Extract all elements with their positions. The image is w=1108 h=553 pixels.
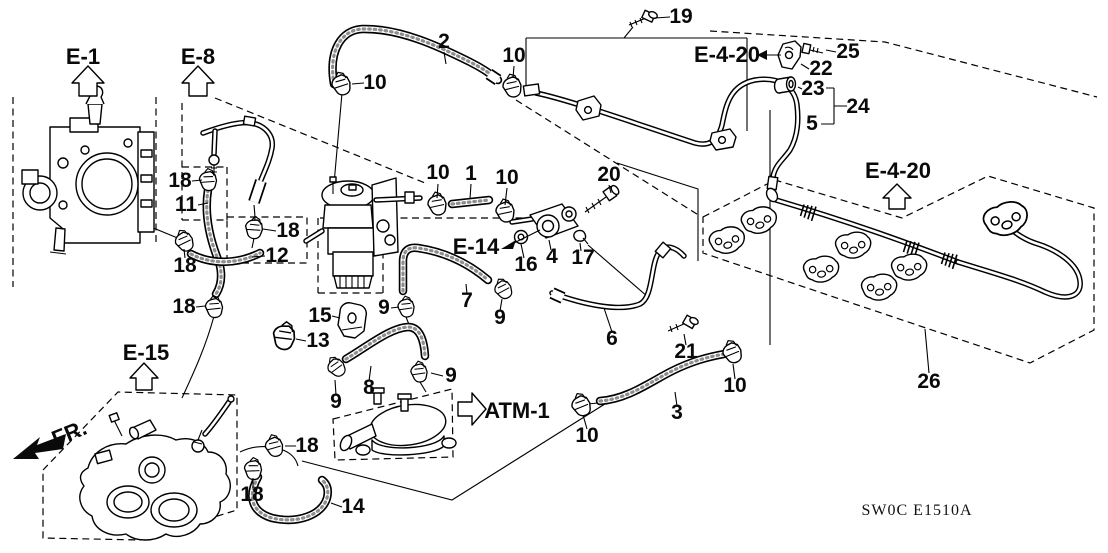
clamp-10-icon: [719, 337, 745, 366]
part-label-10: 10: [363, 71, 386, 94]
bushing-23: [773, 76, 797, 94]
part-label-9: 9: [494, 306, 506, 329]
bolt-25: [801, 42, 824, 55]
clamp-10-icon: [501, 72, 523, 99]
ref-e15: E-15: [123, 340, 169, 365]
part-label-2: 2: [438, 30, 450, 53]
part-label-21: 21: [674, 340, 698, 363]
part-label-18: 18: [173, 254, 197, 277]
clamps: [171, 69, 745, 481]
fr-direction: FR.: [13, 415, 90, 459]
part-labels: 19 2 10 10 25 22 23 24 5 10 1 10 20 16 4…: [168, 5, 940, 518]
pipe-5: [522, 76, 801, 191]
part-label-18: 18: [276, 219, 300, 242]
part-label-22: 22: [809, 57, 832, 80]
left-arrow-icon: [757, 50, 781, 60]
part-label-26: 26: [917, 370, 940, 393]
part-label-23: 23: [801, 77, 824, 100]
ref-e8: E-8: [181, 44, 215, 69]
oil-cooler-pipe-assembly: [706, 187, 1083, 304]
part-label-18: 18: [168, 169, 192, 192]
part-label-1: 1: [465, 162, 477, 185]
valve-4: [509, 203, 579, 239]
bolt-19: [628, 9, 658, 28]
callout-leaders: [183, 16, 930, 508]
clamp-9-icon: [491, 275, 515, 302]
throttle-body: [21, 85, 155, 255]
part-label-10: 10: [723, 374, 746, 397]
e8-pipe-assembly: [200, 115, 276, 204]
part-label-18: 18: [295, 434, 319, 457]
up-arrow-icon: [129, 362, 159, 391]
ref-e1: E-1: [66, 44, 100, 69]
left-arrow-icon: [501, 229, 541, 249]
oil-filter-assembly: [303, 176, 423, 289]
part-label-9: 9: [378, 296, 390, 319]
clamp-18-icon: [242, 456, 264, 481]
up-arrow-icon: [181, 65, 215, 97]
ref-atm1: ATM-1: [484, 398, 550, 423]
part-label-14: 14: [341, 495, 365, 518]
part-label-5: 5: [806, 112, 818, 135]
right-arrow-icon: [457, 392, 487, 426]
hose-3: [587, 349, 740, 406]
clamp-10-icon: [568, 390, 594, 419]
part-label-10: 10: [426, 161, 449, 184]
water-outlet-assembly: [79, 395, 299, 541]
dashed-boundaries: [12, 30, 1098, 541]
hose-11: [202, 185, 226, 299]
part-label-6: 6: [606, 327, 618, 350]
ref-e14: E-14: [453, 234, 500, 259]
clamp-18-icon: [204, 294, 224, 319]
part-label-3: 3: [671, 401, 683, 424]
hose-1: [447, 195, 494, 209]
part-label-13: 13: [306, 329, 329, 352]
ref-e420-right: E-4-20: [865, 158, 931, 183]
fr-label: FR.: [48, 415, 90, 451]
clamp-9-icon: [410, 360, 428, 383]
part-label-9: 9: [445, 364, 457, 387]
part-label-17: 17: [571, 246, 594, 269]
up-arrow-icon: [71, 65, 105, 97]
hose-2: [328, 24, 503, 89]
part-label-7: 7: [461, 289, 473, 312]
bolt-20: [584, 184, 620, 214]
clamp-13-icon: [269, 318, 299, 353]
part-label-12: 12: [265, 244, 288, 267]
part-label-18: 18: [240, 483, 264, 506]
part-label-10: 10: [502, 44, 525, 67]
clamp-18-icon: [263, 432, 285, 459]
part-label-10: 10: [575, 424, 598, 447]
up-arrow-icon: [882, 183, 912, 210]
part-label-15: 15: [308, 304, 332, 327]
atm-sensor-assembly: [339, 387, 457, 456]
part-label-9: 9: [330, 390, 342, 413]
pipe-6: [549, 241, 687, 311]
clamp-18-icon: [242, 214, 266, 241]
part-label-20: 20: [597, 163, 620, 186]
part-label-24: 24: [846, 95, 870, 118]
part-label-10: 10: [495, 166, 518, 189]
clip-17: [573, 229, 589, 245]
hose-7: [398, 243, 493, 296]
ref-e420-top: E-4-20: [694, 42, 760, 67]
part-label-8: 8: [363, 376, 375, 399]
part-label-16: 16: [514, 253, 537, 276]
drawing-code: SW0C E1510A: [862, 502, 973, 519]
part-label-11: 11: [175, 193, 198, 216]
bolt-21: [667, 314, 699, 333]
hose-8: [341, 322, 430, 364]
fr-arrow-icon: [13, 434, 66, 459]
clamp-15-icon: [337, 302, 368, 339]
part-label-25: 25: [836, 40, 860, 63]
clamp-9-icon: [397, 295, 415, 318]
ref-labels: E-1 E-8 E-4-20 E-14 E-15 ATM-1 E-4-20 FR…: [13, 42, 931, 459]
stay-22: [777, 40, 802, 70]
part-label-19: 19: [669, 5, 692, 28]
part-label-18: 18: [172, 295, 196, 318]
part-label-4: 4: [546, 245, 558, 268]
